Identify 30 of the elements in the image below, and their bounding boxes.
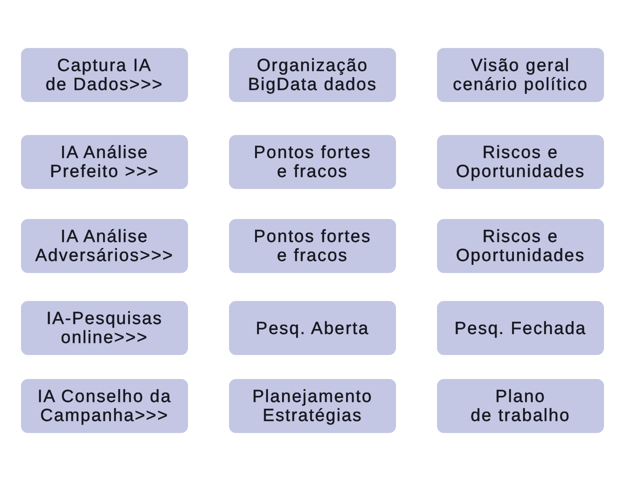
process-box: [21, 219, 188, 273]
process-box: [229, 219, 396, 273]
box-label: Planejamento Estratégias: [252, 387, 373, 425]
box-label: Riscos e Oportunidades: [456, 227, 586, 265]
process-box: [229, 135, 396, 189]
process-box: [21, 48, 188, 102]
box-label: Organização BigData dados: [248, 56, 378, 94]
process-box: [437, 219, 604, 273]
process-box: [21, 135, 188, 189]
box-label: Pontos fortes e fracos: [254, 227, 372, 265]
box-label: Visão geral cenário político: [452, 56, 588, 94]
box-label: Pesq. Aberta: [256, 318, 370, 338]
box-label: IA Análise Prefeito >>>: [50, 143, 160, 181]
box-label: Pontos fortes e fracos: [254, 143, 372, 181]
process-box: [437, 135, 604, 189]
process-box: [437, 48, 604, 102]
process-box: [437, 379, 604, 433]
process-box: [229, 48, 396, 102]
box-label: IA Conselho da Campanha>>>: [37, 387, 172, 425]
box-label: Captura IA de Dados>>>: [46, 56, 164, 94]
process-box: [437, 301, 604, 355]
box-label: Pesq. Fechada: [454, 318, 586, 338]
box-label: IA-Pesquisas online>>>: [46, 309, 163, 347]
process-box: [229, 301, 396, 355]
box-label: Plano de trabalho: [470, 387, 570, 425]
process-box: [229, 379, 396, 433]
box-label: Riscos e Oportunidades: [456, 143, 586, 181]
process-box: [21, 301, 188, 355]
process-box: [21, 379, 188, 433]
box-label: IA Análise Adversários>>>: [35, 227, 174, 265]
